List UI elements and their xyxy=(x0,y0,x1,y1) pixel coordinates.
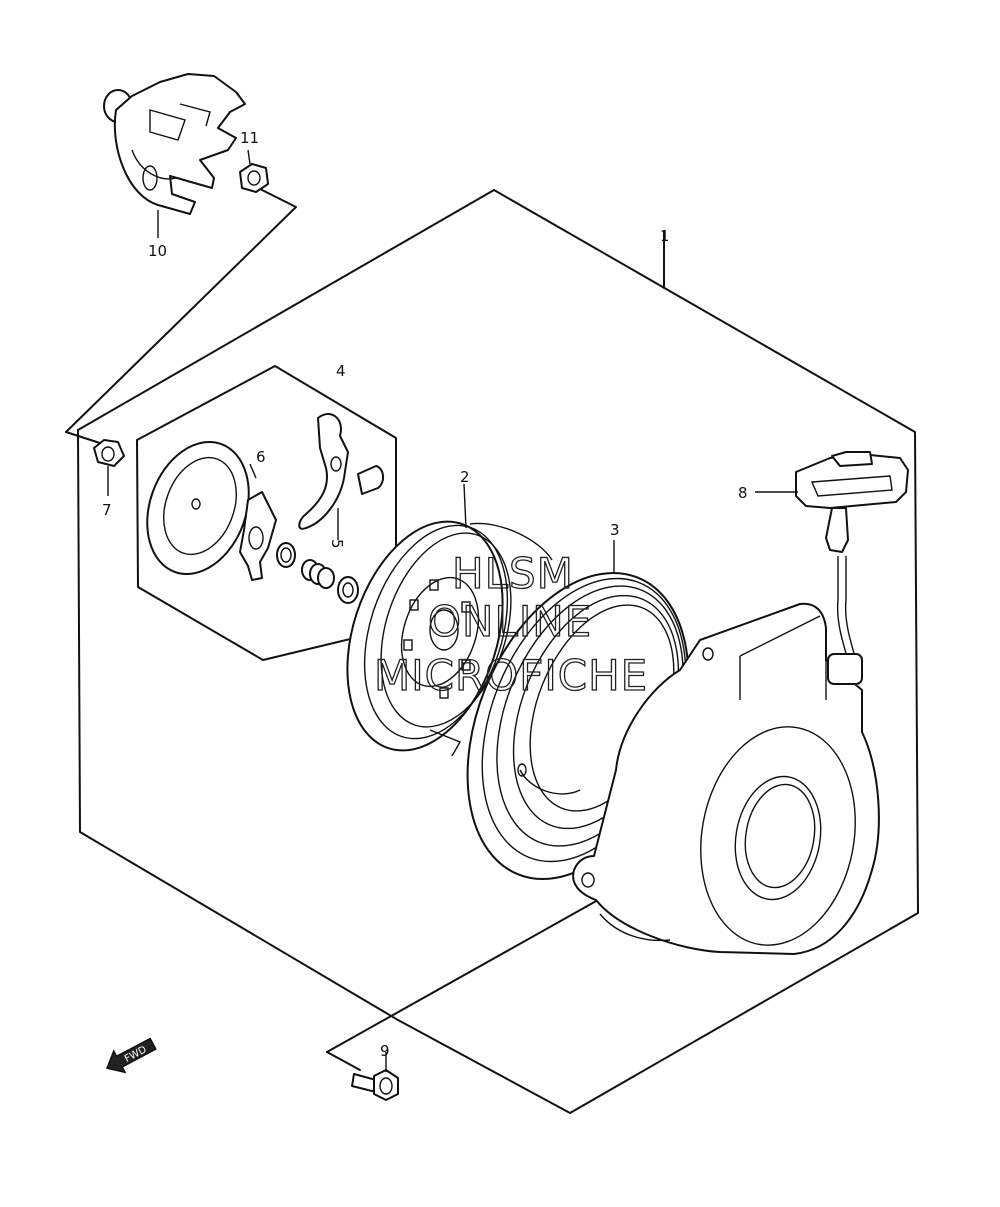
callout-5: 5 xyxy=(328,539,346,549)
callout-1: 1 xyxy=(660,227,670,245)
callout-leaders xyxy=(157,149,798,572)
starter-case-part xyxy=(572,602,880,955)
watermark-line-3: MICROFICHE xyxy=(374,651,648,700)
ratchet-guide-part xyxy=(239,491,277,581)
callout-labels: 1 2 3 4 5 6 7 8 9 10 11 xyxy=(102,129,748,1060)
watermark-line-1: HLSM xyxy=(452,549,574,598)
outline-leader-lines xyxy=(65,189,599,1071)
callout-9: 9 xyxy=(380,1042,390,1060)
watermark: HLSM ONLINE MICROFICHE xyxy=(373,548,648,700)
callout-10: 10 xyxy=(148,242,167,260)
reel-pulley-part xyxy=(346,520,553,757)
bolt-part xyxy=(351,1052,399,1101)
callout-8: 8 xyxy=(738,484,748,502)
friction-plate-part xyxy=(146,441,257,575)
callout-3: 3 xyxy=(610,521,620,539)
forward-arrow-icon: FWD xyxy=(106,1037,157,1074)
assembly-outline-box xyxy=(77,189,919,1114)
spring-washer-stack xyxy=(276,542,359,604)
callout-11: 11 xyxy=(240,129,259,147)
nut-7-part xyxy=(93,439,125,496)
nut-part xyxy=(239,163,269,193)
callout-6: 6 xyxy=(256,448,266,466)
starter-handle-part xyxy=(795,451,909,685)
callout-2: 2 xyxy=(460,468,470,486)
callout-4: 4 xyxy=(336,362,346,380)
callout-7: 7 xyxy=(102,501,112,519)
starter-cup-part xyxy=(103,73,246,215)
forward-arrow-label: FWD xyxy=(123,1044,149,1065)
watermark-line-2: ONLINE xyxy=(428,597,592,646)
ratchet-pawl-part xyxy=(298,413,384,540)
